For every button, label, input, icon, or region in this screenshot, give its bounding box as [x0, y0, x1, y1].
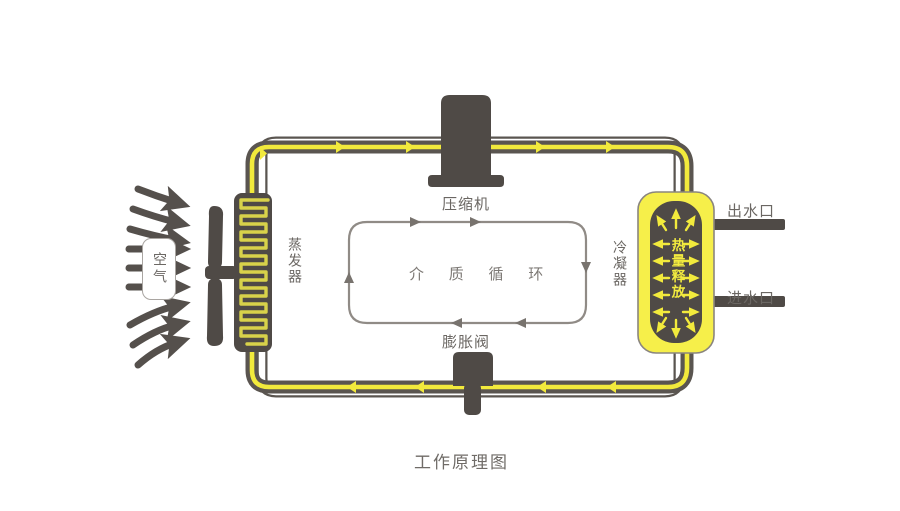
air-label: 空气 — [151, 252, 167, 286]
expansion-valve-label: 膨胀阀 — [442, 333, 491, 351]
compressor-component — [428, 95, 504, 187]
water-outlet-label: 出水口 — [727, 202, 776, 220]
medium-circulation-loop — [344, 217, 591, 328]
evaporator-label: 蒸发器 — [286, 237, 302, 285]
expansion-valve-component — [453, 352, 493, 415]
medium-circulation-label: 介 质 循 环 — [409, 265, 554, 283]
air-label-box: 空气 — [142, 238, 176, 300]
water-inlet-label: 进水口 — [727, 289, 776, 307]
condenser-component — [637, 191, 785, 354]
figure-title: 工作原理图 — [414, 453, 509, 473]
heat-release-arrows — [652, 208, 700, 339]
condenser-label: 冷凝器 — [611, 240, 627, 288]
compressor-label: 压缩机 — [442, 195, 491, 213]
heat-release-label: 热量释放 — [668, 238, 685, 300]
evaporator-component — [234, 193, 272, 352]
fan-blade — [205, 206, 237, 346]
